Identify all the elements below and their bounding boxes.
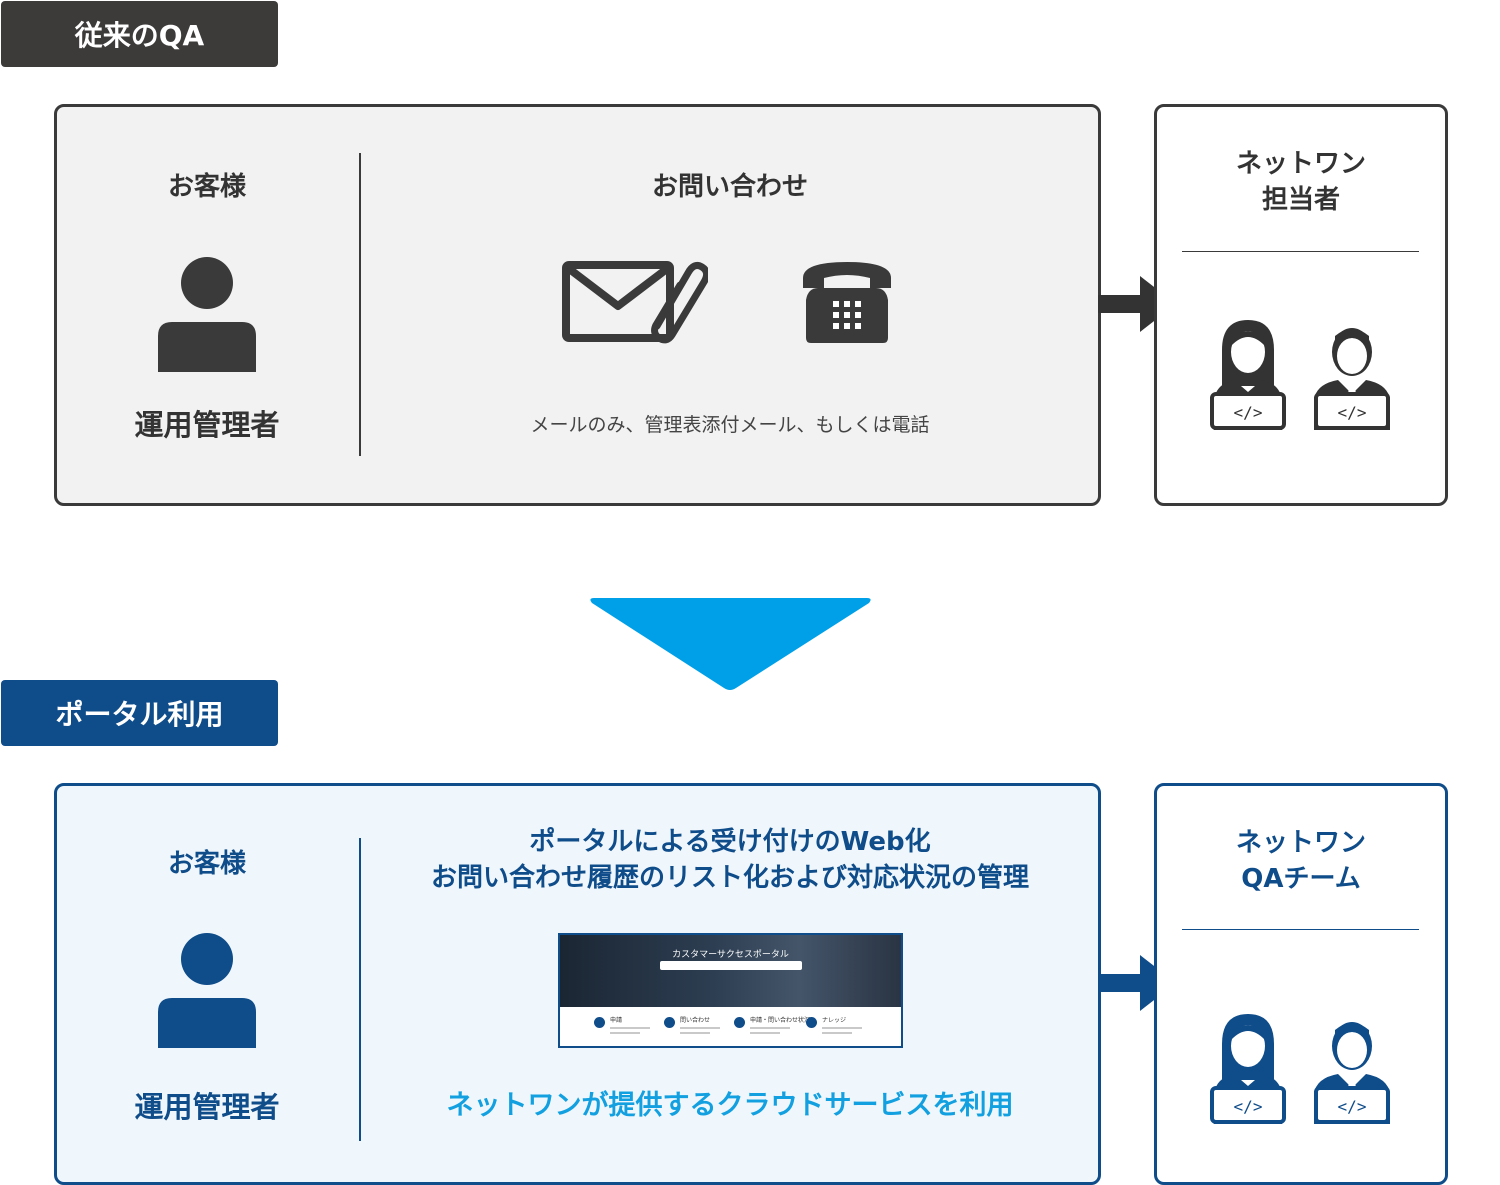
card-icon xyxy=(594,1017,605,1028)
user-icon xyxy=(158,933,256,1048)
old-staff-panel xyxy=(1154,104,1448,506)
portal-cards: 申請 問い合わせ 申請・問い合わせ状況 ナレッジ xyxy=(560,1007,901,1046)
qa-team-panel xyxy=(1154,783,1448,1185)
service-caption: ネットワンが提供するクラウドサービスを利用 xyxy=(446,1090,1014,1121)
qa-team-line1: ネットワン xyxy=(1235,828,1366,858)
arrow-down-icon xyxy=(590,598,871,690)
old-staff-line1: ネットワン xyxy=(1235,149,1366,179)
portal-headline: ポータルによる受け付けのWeb化 お問い合わせ履歴のリスト化および対応状況の管理 xyxy=(380,824,1080,896)
portal-title: カスタマーサクセスポータル xyxy=(672,950,789,960)
old-customer-heading: お客様 xyxy=(167,172,246,202)
portal-card-label: 問い合わせ xyxy=(680,1017,711,1024)
mail-attachment-icon xyxy=(562,261,708,344)
male-engineer-icon: </> xyxy=(1314,328,1390,430)
female-engineer-icon: </> xyxy=(1210,1014,1286,1124)
portal-tag: ポータル利用 xyxy=(1,680,278,746)
old-customer-role: 運用管理者 xyxy=(134,408,280,442)
portal-card: 申請 xyxy=(594,1015,666,1039)
old-qa-tag: 従来のQA xyxy=(1,1,278,67)
old-staff-label: ネットワン 担当者 xyxy=(1164,146,1438,218)
portal-panel-divider xyxy=(359,838,361,1141)
card-icon xyxy=(664,1017,675,1028)
svg-text:</>: </> xyxy=(1234,403,1263,422)
qa-team-line2: QAチーム xyxy=(1241,864,1361,894)
old-qa-panel xyxy=(54,104,1101,506)
portal-card-label: ナレッジ xyxy=(822,1017,847,1024)
portal-screenshot: カスタマーサクセスポータル 申請 問い合わせ 申請・問い合わせ状況 ナレッジ xyxy=(558,933,903,1048)
card-icon xyxy=(734,1017,745,1028)
portal-card: 問い合わせ xyxy=(664,1015,736,1039)
qa-team-separator xyxy=(1182,929,1419,930)
portal-card-label: 申請・問い合わせ状況 xyxy=(750,1017,811,1024)
portal-tag-label: ポータル利用 xyxy=(55,698,224,731)
qa-team-label: ネットワン QAチーム xyxy=(1164,825,1438,897)
old-staff-line2: 担当者 xyxy=(1261,185,1340,215)
portal-search-box xyxy=(660,961,802,970)
portal-headline-line1: ポータルによる受け付けのWeb化 xyxy=(529,827,931,857)
user-icon xyxy=(158,257,256,372)
card-icon xyxy=(806,1017,817,1028)
male-engineer-icon: </> xyxy=(1314,1022,1390,1124)
svg-text:</>: </> xyxy=(1234,1097,1263,1116)
new-customer-heading: お客様 xyxy=(167,849,246,879)
new-customer-role: 運用管理者 xyxy=(134,1090,280,1124)
old-staff-separator xyxy=(1182,251,1419,252)
svg-text:</>: </> xyxy=(1338,403,1367,422)
portal-hero: カスタマーサクセスポータル xyxy=(560,935,901,1007)
portal-headline-line2: お問い合わせ履歴のリスト化および対応状況の管理 xyxy=(430,863,1029,893)
telephone-icon xyxy=(803,262,891,343)
old-panel-divider xyxy=(359,153,361,456)
old-qa-tag-label: 従来のQA xyxy=(74,19,205,52)
female-engineer-icon: </> xyxy=(1210,320,1286,430)
old-inquiry-heading: お問い合わせ xyxy=(651,172,808,202)
portal-card: 申請・問い合わせ状況 xyxy=(734,1015,814,1039)
svg-text:</>: </> xyxy=(1338,1097,1367,1116)
portal-card: ナレッジ xyxy=(806,1015,878,1039)
portal-card-label: 申請 xyxy=(610,1017,623,1024)
old-inquiry-caption: メールのみ、管理表添付メール、もしくは電話 xyxy=(530,414,930,436)
